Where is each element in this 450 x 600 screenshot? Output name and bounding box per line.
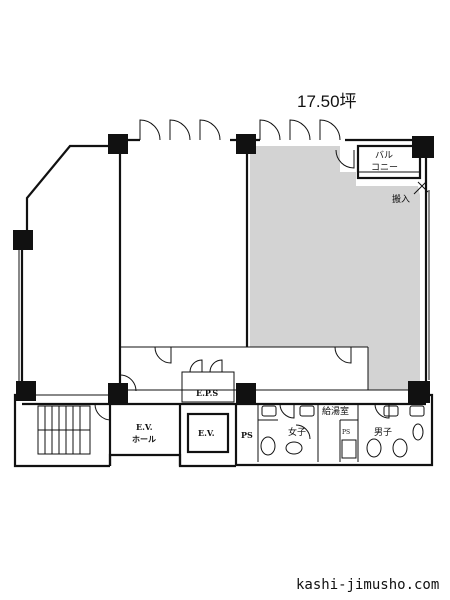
windows bbox=[18, 190, 430, 390]
balcony-label-line2: コニー bbox=[371, 163, 398, 173]
doors bbox=[94, 119, 390, 440]
delivery-arrow-icon bbox=[413, 181, 429, 195]
interior-walls bbox=[22, 144, 426, 466]
ps-label: PS bbox=[241, 430, 253, 440]
rental-area bbox=[250, 146, 420, 390]
fixtures bbox=[260, 405, 425, 459]
site-watermark: kashi-jimusho.com bbox=[296, 577, 439, 593]
ev-hall-label-line2: ホール bbox=[132, 434, 156, 444]
stair bbox=[37, 405, 91, 455]
columns bbox=[13, 134, 434, 403]
delivery-label: 搬入 bbox=[392, 193, 410, 205]
area-label: 17.50坪 bbox=[297, 92, 357, 111]
small-ps-label: PS bbox=[342, 429, 350, 436]
ev-label: E.V. bbox=[198, 428, 215, 438]
womens-wc-label: 女子 bbox=[288, 426, 306, 438]
ev-hall-label-line1: E.V. bbox=[136, 422, 153, 432]
balcony-label-line1: バル bbox=[375, 150, 393, 161]
eps-label: E.P.S bbox=[196, 388, 218, 398]
ev-shaft bbox=[186, 412, 230, 454]
mens-wc-label: 男子 bbox=[374, 427, 392, 438]
kitchenette-label: 給湯室 bbox=[322, 405, 349, 417]
